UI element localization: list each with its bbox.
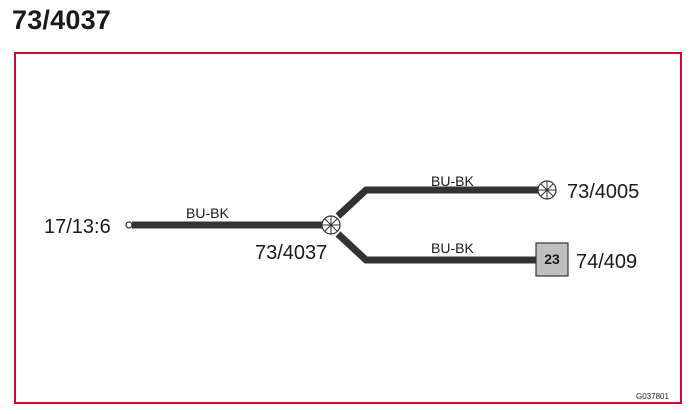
splice-icon-73-4005 bbox=[537, 180, 557, 200]
splice-label-73-4005: 73/4005 bbox=[567, 181, 639, 203]
connector-label-74-409: 74/409 bbox=[576, 251, 637, 273]
connector-box-74-409 bbox=[535, 242, 569, 277]
wire-color-label: BU-BK bbox=[431, 240, 474, 256]
diagram-frame bbox=[14, 52, 682, 404]
terminal-label: 17/13:6 bbox=[44, 216, 111, 238]
wire-color-label: BU-BK bbox=[431, 173, 474, 189]
page-title: 73/4037 bbox=[12, 5, 111, 35]
connector-pin-number: 23 bbox=[544, 251, 560, 267]
splice-icon-73-4037 bbox=[321, 215, 341, 235]
wire-color-label: BU-BK bbox=[186, 205, 229, 221]
terminal-point bbox=[125, 221, 133, 229]
splice-label-73-4037: 73/4037 bbox=[255, 242, 327, 264]
reference-code: G037801 bbox=[636, 392, 669, 401]
wire-splice-to-73-4005 bbox=[335, 186, 538, 219]
wire-splice-to-74-409 bbox=[335, 231, 536, 264]
